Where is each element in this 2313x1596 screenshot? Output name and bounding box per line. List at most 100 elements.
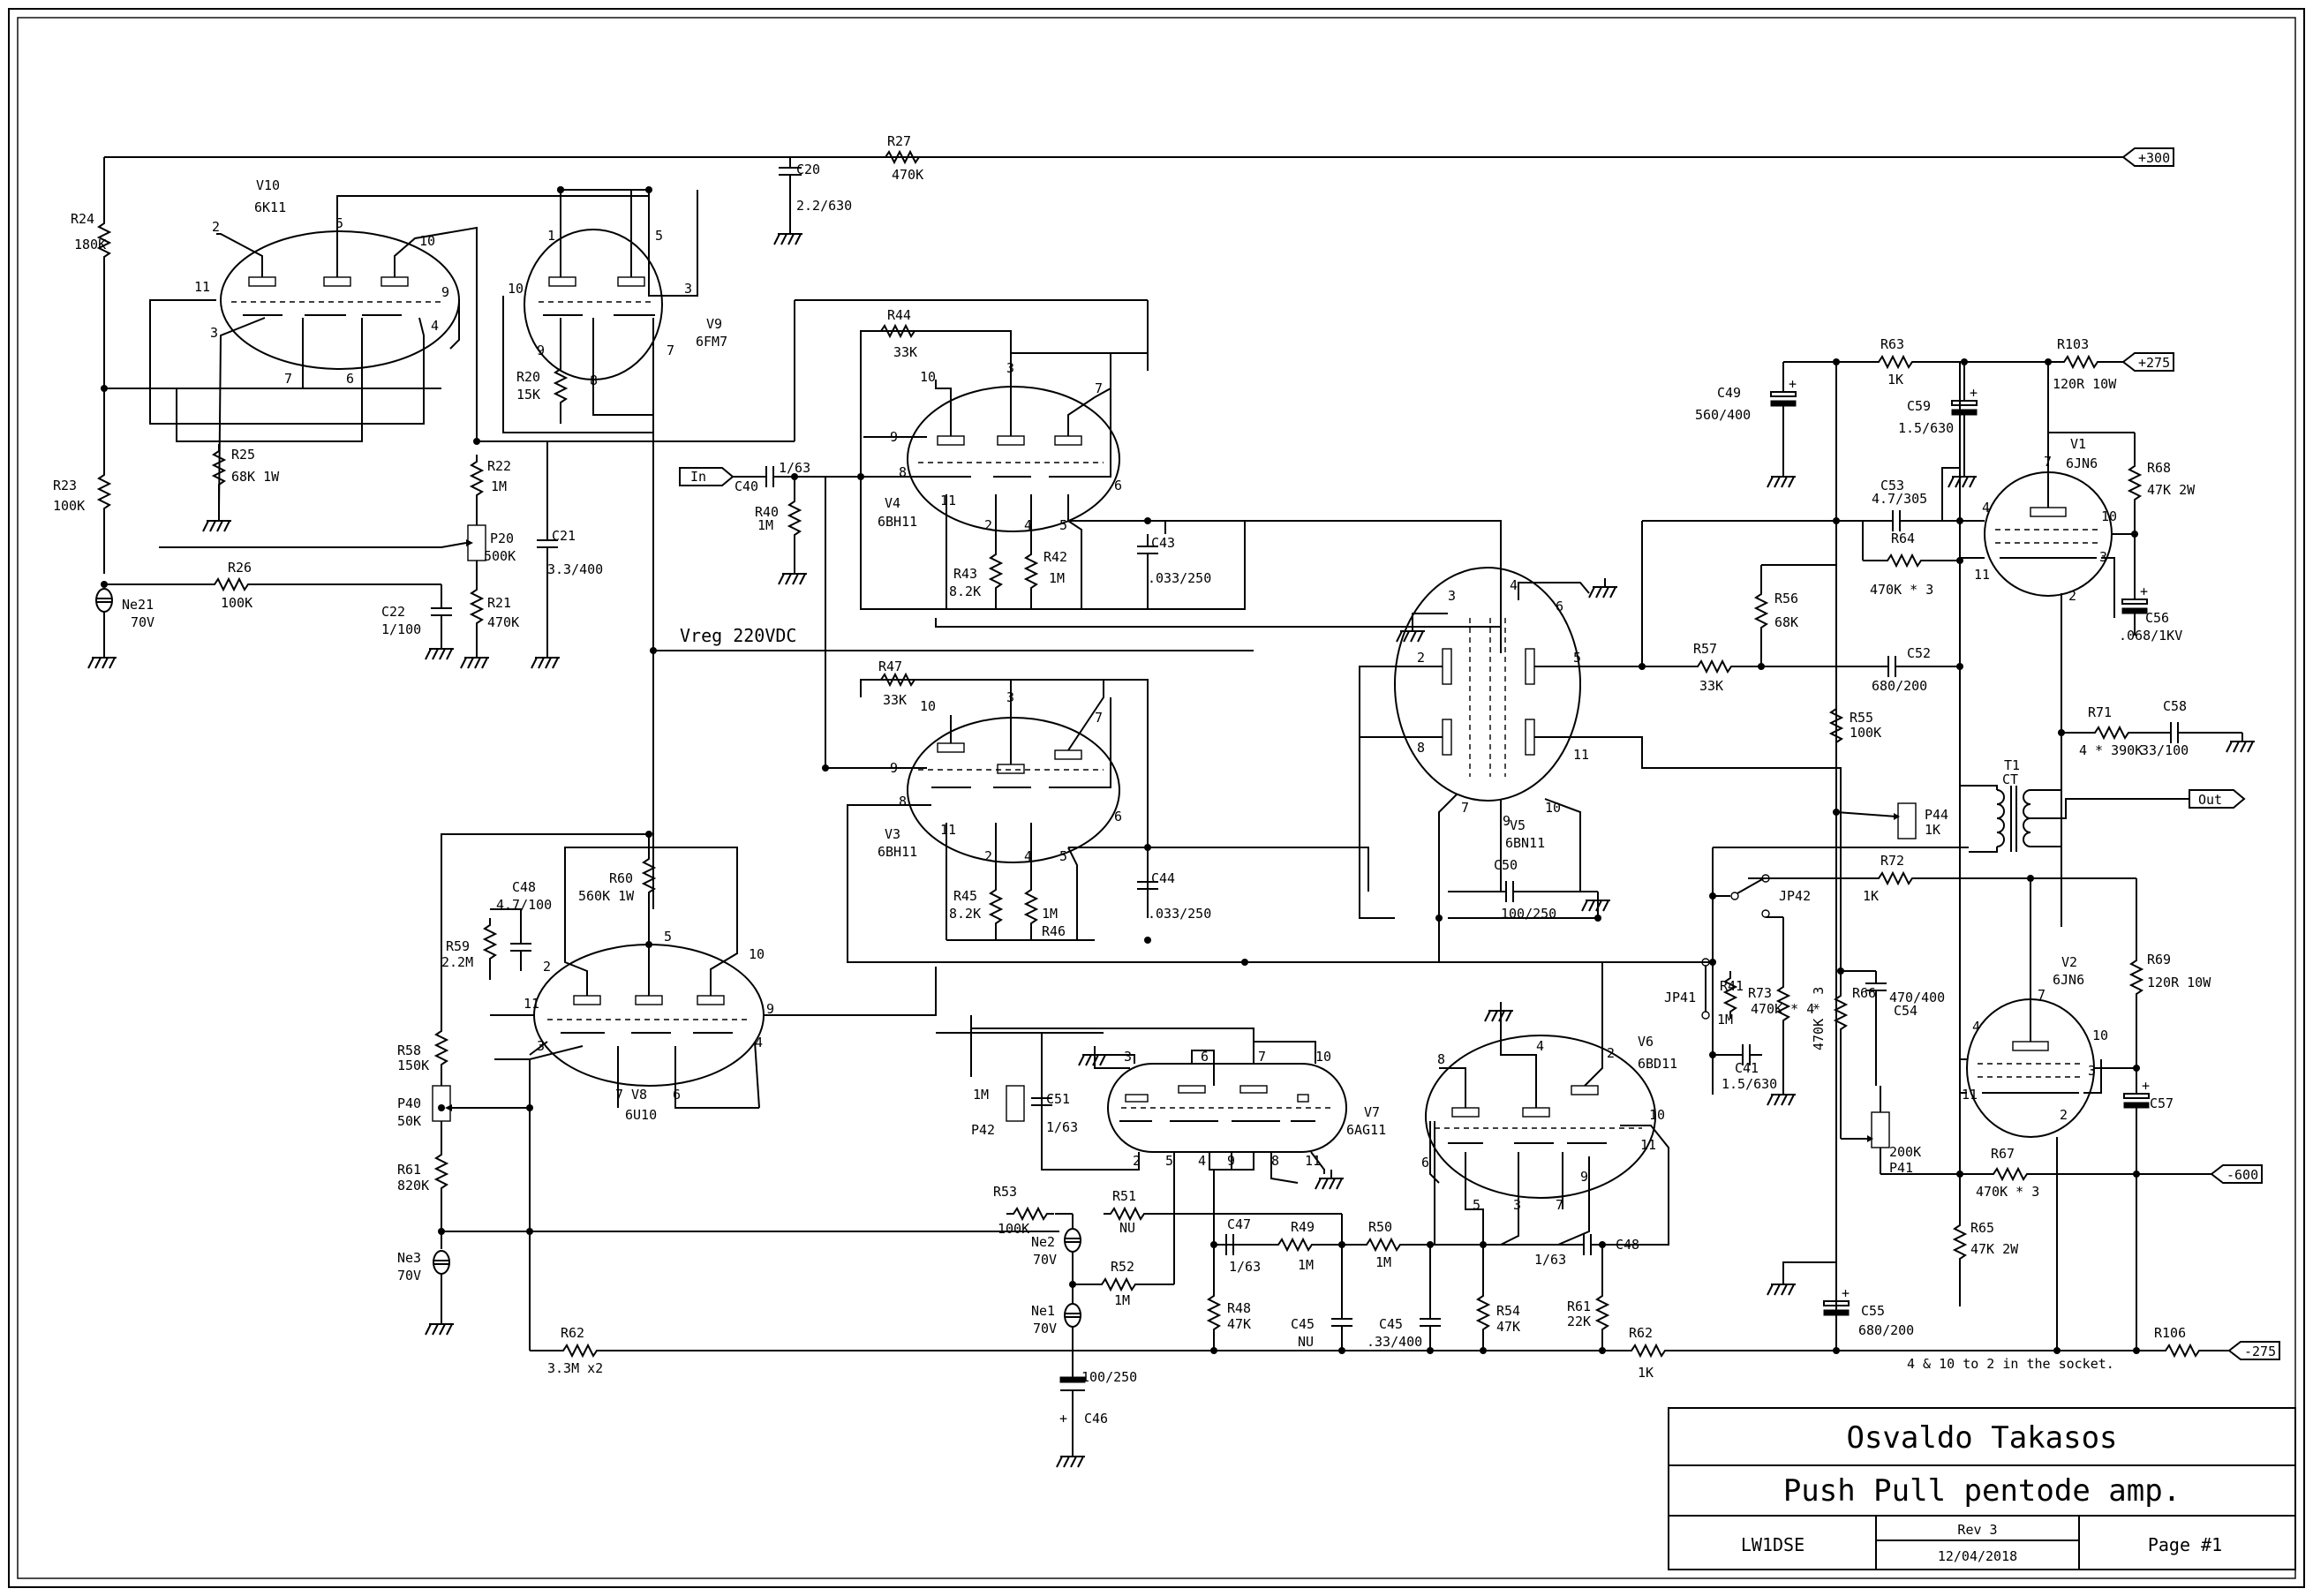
svg-text:R66: R66 [1852, 985, 1876, 1001]
svg-text:R50: R50 [1368, 1219, 1392, 1235]
svg-text:R73: R73 [1748, 985, 1772, 1001]
svg-text:Ne21: Ne21 [122, 597, 154, 613]
svg-text:Ne3: Ne3 [397, 1250, 421, 1266]
r49: R49 1M [1246, 1219, 1320, 1273]
svg-text:R48: R48 [1227, 1300, 1251, 1316]
port-plus275[interactable]: +275 [2121, 352, 2174, 372]
tube-v9: V9 6FM7 1 5 10 3 9 8 7 [508, 228, 727, 388]
svg-text:200K: 200K [1889, 1144, 1921, 1160]
r68: R68 47K 2W [2128, 433, 2196, 583]
svg-text:3: 3 [1513, 1197, 1521, 1213]
r24: R24 180K [71, 211, 110, 265]
svg-text:1K: 1K [1638, 1365, 1654, 1381]
svg-text:R42: R42 [1043, 549, 1067, 565]
port-out[interactable]: Out [2189, 789, 2246, 809]
port-minus600[interactable]: -600 [2210, 1164, 2263, 1184]
in-port[interactable]: In [679, 467, 759, 486]
tube-v2: V2 6JN6 7 4 10 3 11 2 [1962, 954, 2108, 1138]
svg-text:6U10: 6U10 [625, 1107, 657, 1123]
svg-text:C52: C52 [1907, 645, 1931, 661]
svg-text:.33/400: .33/400 [1367, 1334, 1422, 1350]
v5-wiring [1359, 577, 1842, 962]
svg-text:4: 4 [1510, 577, 1518, 593]
r48: R48 47K [1208, 1245, 1251, 1351]
c50: C50 100/250 [1448, 857, 1598, 922]
svg-text:8: 8 [1271, 1153, 1279, 1169]
svg-text:C45: C45 [1291, 1316, 1315, 1332]
svg-text:68K: 68K [1774, 614, 1798, 630]
svg-text:6: 6 [1556, 598, 1563, 614]
r59: R59 2.2M [441, 917, 496, 980]
svg-text:7: 7 [1461, 800, 1469, 816]
svg-text:100/250: 100/250 [1501, 906, 1556, 922]
svg-text:CT: CT [2002, 772, 2018, 787]
svg-text:1: 1 [547, 228, 555, 244]
svg-text:4: 4 [431, 318, 439, 334]
svg-text:NU: NU [1298, 1334, 1314, 1350]
c43: C43 .033/250 [1136, 533, 1211, 609]
svg-text:R22: R22 [487, 458, 511, 474]
r27: R27 470K [878, 133, 927, 183]
svg-text:2: 2 [212, 219, 220, 235]
svg-text:R49: R49 [1291, 1219, 1315, 1235]
p41: 200K P41 [1841, 1086, 1921, 1176]
svg-text:33K: 33K [883, 692, 907, 708]
svg-text:10: 10 [920, 698, 936, 714]
svg-text:Vreg 220VDC: Vreg 220VDC [680, 625, 796, 646]
p44: P44 1K [1835, 802, 1948, 839]
svg-text:7: 7 [1095, 710, 1103, 726]
svg-text:820K: 820K [397, 1178, 429, 1193]
svg-text:470K: 470K [487, 614, 519, 630]
r41: R41 1M [1717, 970, 1744, 1028]
svg-text:100/250: 100/250 [1081, 1369, 1137, 1385]
svg-text:7: 7 [284, 371, 292, 387]
svg-text:470K * 3: 470K * 3 [1976, 1184, 2039, 1200]
svg-text:1K: 1K [1887, 372, 1903, 388]
svg-text:50K: 50K [397, 1113, 421, 1129]
svg-text:V4: V4 [885, 495, 900, 511]
port-minus275[interactable]: -275 [2227, 1341, 2280, 1360]
svg-text:R47: R47 [878, 659, 902, 674]
c56: C56 .068/1KV [2119, 583, 2182, 644]
svg-text:6: 6 [1114, 809, 1122, 824]
c59: C59 1.5/630 [1898, 362, 1979, 488]
jp41: JP41 [1664, 958, 1710, 1020]
svg-text:3: 3 [684, 281, 692, 297]
svg-text:1M: 1M [1049, 570, 1065, 586]
svg-text:470K: 470K [892, 167, 923, 183]
svg-text:2.2M: 2.2M [441, 954, 473, 970]
svg-text:150K: 150K [397, 1058, 429, 1073]
svg-text:6BH11: 6BH11 [878, 844, 917, 860]
r55: R55 100K [1830, 701, 1881, 750]
svg-text:R51: R51 [1112, 1188, 1136, 1204]
svg-text:R41: R41 [1720, 978, 1744, 994]
svg-text:5: 5 [655, 228, 663, 244]
svg-text:R23: R23 [53, 478, 77, 493]
r73: R73 470K * 4 [1748, 979, 1814, 1106]
tube-v4: V4 6BH11 10 3 7 9 8 6 11 2 4 5 [878, 360, 1122, 533]
p20: P20 500K [159, 502, 516, 583]
c57: C57 [2123, 1068, 2174, 1351]
svg-text:.033/250: .033/250 [1148, 570, 1211, 586]
svg-text:6BN11: 6BN11 [1505, 835, 1545, 851]
svg-text:2: 2 [2068, 588, 2076, 604]
svg-text:6: 6 [673, 1087, 681, 1103]
transformer-t1: T1 CT [1960, 757, 2189, 927]
svg-text:R20: R20 [516, 369, 540, 385]
svg-text:V10: V10 [256, 177, 280, 193]
port-plus300-label: +300 [2138, 150, 2170, 166]
svg-text:1M: 1M [1114, 1292, 1130, 1308]
svg-text:180K: 180K [74, 237, 106, 252]
r56: R56 68K [1755, 564, 1836, 666]
v9-wiring [502, 186, 698, 909]
junctions [438, 186, 2140, 1354]
svg-text:11: 11 [1974, 567, 1990, 583]
svg-text:6BH11: 6BH11 [878, 514, 917, 530]
svg-text:8.2K: 8.2K [949, 906, 981, 922]
port-plus300[interactable]: +300 [2121, 147, 2174, 167]
svg-text:R72: R72 [1880, 853, 1904, 869]
svg-text:2: 2 [1133, 1153, 1141, 1169]
svg-text:6: 6 [346, 371, 354, 387]
svg-text:4: 4 [1198, 1153, 1206, 1169]
svg-text:1/63: 1/63 [1046, 1119, 1078, 1135]
